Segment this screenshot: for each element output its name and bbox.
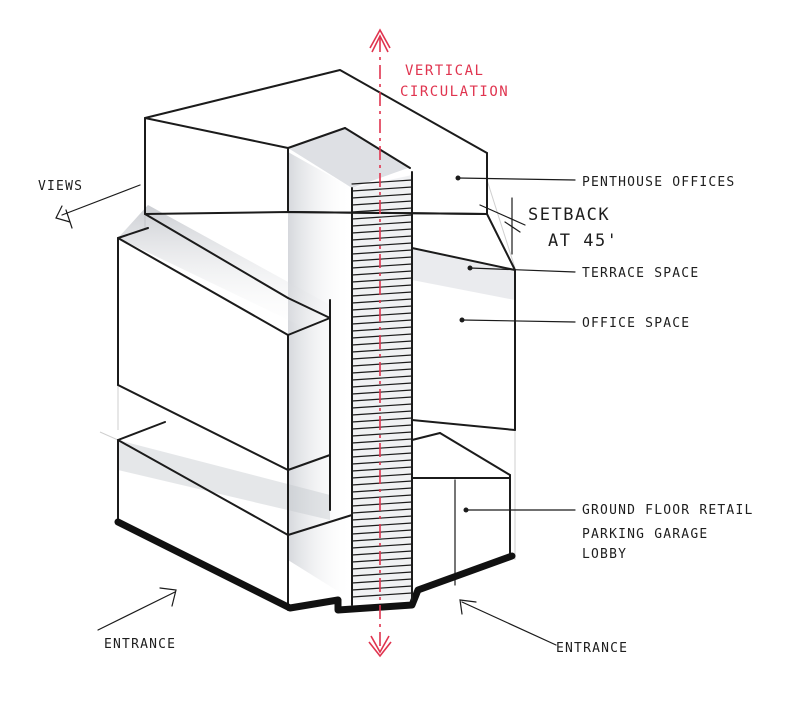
hatch-line (351, 536, 413, 542)
views-label: VIEWS (38, 179, 83, 194)
hatch-line (351, 312, 413, 318)
ground-floor-block (117, 421, 511, 611)
entrance-left-arrow-icon (97, 587, 177, 631)
hatch-line (351, 326, 413, 332)
hatch-line (351, 193, 413, 199)
hatch-line (351, 256, 413, 262)
hatch-line (351, 235, 413, 241)
hatch-line (351, 564, 413, 570)
entrance-right-label: ENTRANCE (556, 641, 628, 656)
setback-height-label: AT 45' (548, 231, 618, 251)
hatch-line (351, 403, 413, 409)
arrow-up-icon (369, 28, 391, 53)
hatch-line (351, 207, 413, 213)
hatch-line (351, 431, 413, 437)
hatch-line (351, 480, 413, 486)
hatch-line (351, 242, 413, 248)
parking-garage-label: PARKING GARAGE (582, 527, 708, 542)
hatch-line (351, 284, 413, 290)
hatch-line (351, 214, 413, 220)
hatch-line (351, 291, 413, 297)
hatch-line (351, 186, 413, 192)
hatch-line (351, 347, 413, 353)
hatch-line (351, 508, 413, 514)
hatch-line (351, 179, 413, 185)
hatch-line (351, 319, 413, 325)
hatch-line (351, 550, 413, 556)
hatch-line (351, 473, 413, 479)
hatch-line (351, 466, 413, 472)
vertical-circulation-label-2: CIRCULATION (400, 84, 509, 100)
hatch-line (351, 424, 413, 430)
hatch-line (351, 228, 413, 234)
hatch-line (351, 571, 413, 577)
hatch-line (351, 361, 413, 367)
vertical-circulation-axis (368, 28, 392, 658)
hatch-line (351, 277, 413, 283)
hatch-line (351, 585, 413, 591)
ground-floor-retail-label: GROUND FLOOR RETAIL (582, 503, 754, 518)
hatch-line (351, 368, 413, 374)
hatch-line (351, 501, 413, 507)
base-plinth-line (114, 518, 516, 614)
hatch-line (351, 221, 413, 227)
entrance-left-label: ENTRANCE (104, 637, 176, 652)
hatch-line (351, 494, 413, 500)
hatch-line (351, 557, 413, 563)
hatch-line (351, 389, 413, 395)
setback-label: SETBACK (528, 205, 610, 225)
hatch-line (351, 438, 413, 444)
hatch-line (351, 578, 413, 584)
penthouse-offices-label: PENTHOUSE OFFICES (582, 175, 735, 190)
hatch-line (351, 515, 413, 521)
vertical-circulation-label: VERTICAL (405, 63, 484, 79)
hatch-line (351, 249, 413, 255)
hatch-line (351, 543, 413, 549)
hatch-line (351, 375, 413, 381)
hatch-line (351, 270, 413, 276)
terrace-space-label: TERRACE SPACE (582, 266, 699, 281)
hatch-line (351, 200, 413, 206)
hatch-line (351, 410, 413, 416)
hatch-line (351, 298, 413, 304)
hatch-line (351, 305, 413, 311)
views-arrow-icon (55, 184, 141, 229)
office-block (117, 213, 516, 511)
circulation-core-hatching (351, 179, 413, 598)
hatch-line (351, 592, 413, 598)
hatch-line (351, 529, 413, 535)
leader-lines (455, 175, 576, 513)
hatch-line (351, 340, 413, 346)
entrance-right-arrow-icon (459, 599, 557, 646)
shadow-fills (118, 128, 515, 600)
hatch-line (351, 522, 413, 528)
circulation-core (351, 171, 413, 606)
hatch-line (351, 417, 413, 423)
hatch-line (351, 487, 413, 493)
hatch-line (351, 354, 413, 360)
hatch-line (351, 333, 413, 339)
hatch-line (351, 382, 413, 388)
hatch-line (351, 445, 413, 451)
lobby-label: LOBBY (582, 547, 627, 562)
hatch-line (351, 396, 413, 402)
hatch-line (351, 459, 413, 465)
arrow-down-icon (368, 635, 392, 658)
hatch-line (351, 452, 413, 458)
hatch-line (351, 263, 413, 269)
office-space-label: OFFICE SPACE (582, 316, 690, 331)
